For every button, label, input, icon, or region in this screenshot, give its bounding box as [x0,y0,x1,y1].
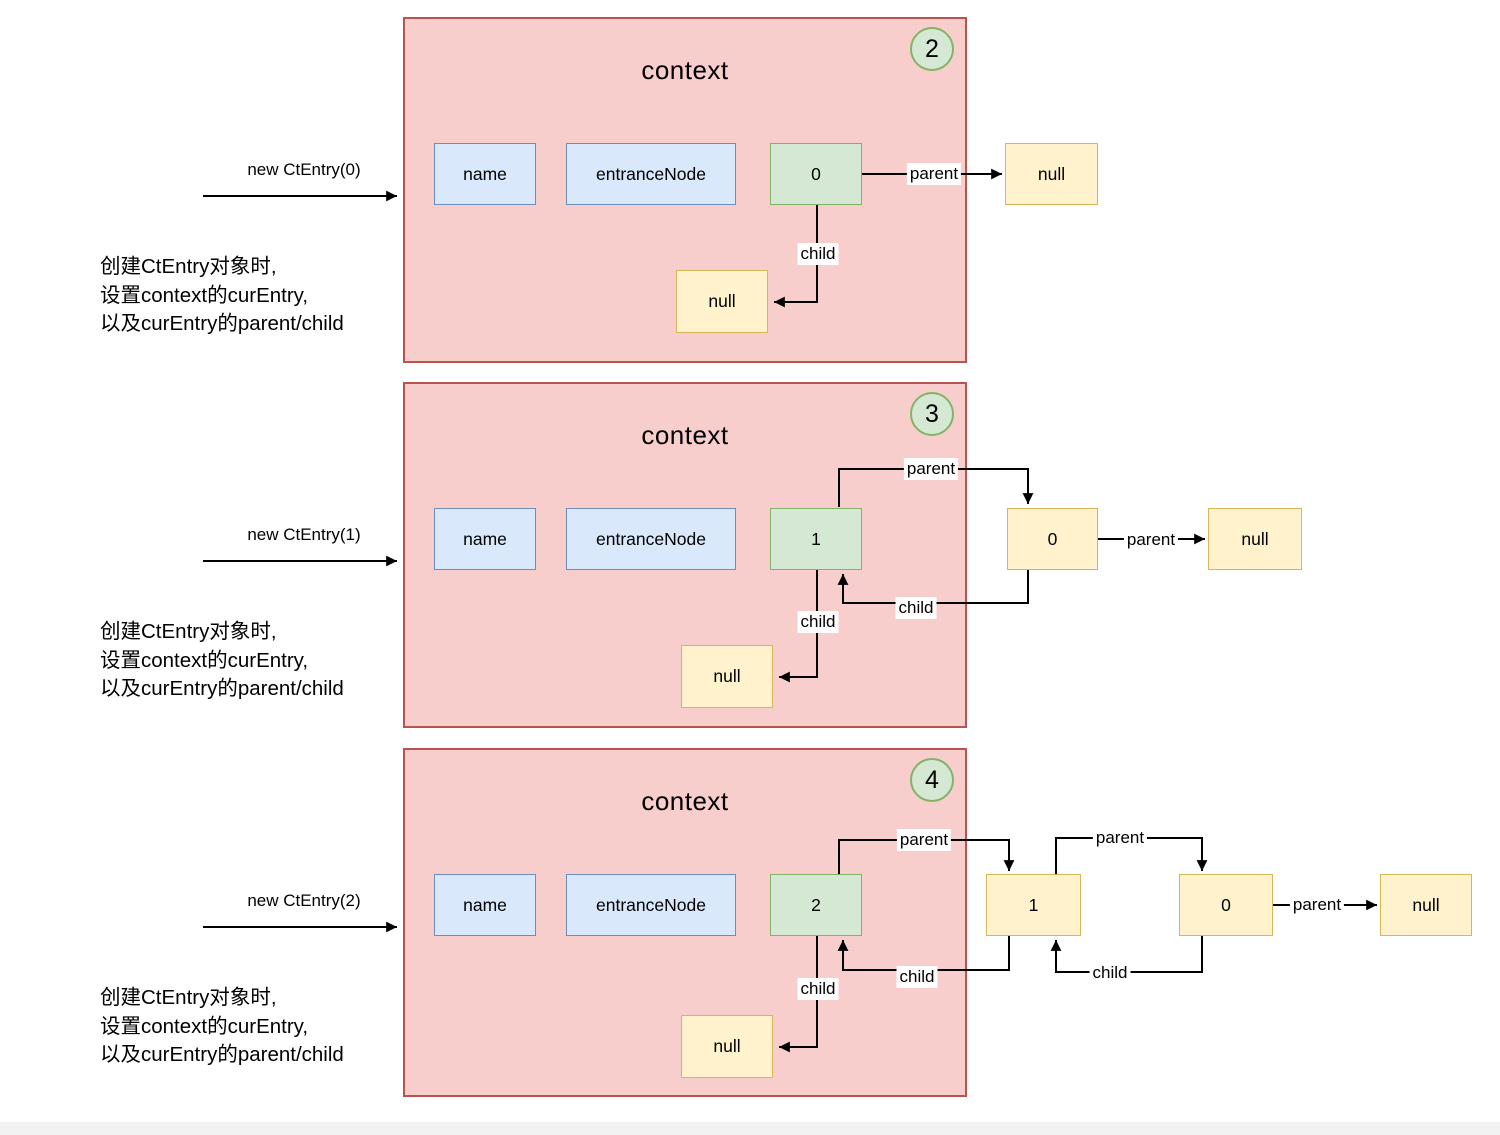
parent-edge-label: parent [1123,529,1179,551]
name-field-box: name [434,508,536,570]
parent-edge-label: parent [903,458,959,480]
note-line: 设置context的curEntry, [100,283,309,307]
note-line: 创建CtEntry对象时, [100,986,277,1009]
child-edge-label: child [896,966,938,988]
child-edge-label: child [1089,962,1131,984]
note-line: 以及curEntry的parent/child [100,312,344,335]
note-line: 以及curEntry的parent/child [100,677,344,700]
child-null-box: null [681,645,773,708]
cur-entry-box: 0 [770,143,862,205]
step-badge: 2 [910,27,954,71]
step-badge: 4 [910,758,954,802]
note-line: 创建CtEntry对象时, [100,620,277,643]
step-badge: 3 [910,392,954,436]
entrance-node-box: entranceNode [566,508,736,570]
child-null-box: null [681,1015,773,1078]
call-label: new CtEntry(2) [247,891,361,910]
parent-null-box: null [1380,874,1472,936]
cur-entry-box: 2 [770,874,862,936]
child-null-box: null [676,270,768,333]
child-edge-label: child [797,978,839,1000]
entrance-node-box: entranceNode [566,143,736,205]
parent-null-box: null [1208,508,1302,570]
note-line: 以及curEntry的parent/child [100,1043,344,1066]
bottom-divider [0,1122,1500,1135]
note-line: 设置context的curEntry, [100,1014,309,1038]
child-edge-label: child [797,611,839,633]
panel-title: context [641,420,729,450]
note-text: 创建CtEntry对象时, 设置context的curEntry, 以及curE… [100,253,344,339]
parent-null-box: null [1005,143,1098,205]
child-edge-label: child [797,243,839,265]
parent-edge-label: parent [906,163,962,185]
child-edge-label: child [895,597,937,619]
name-field-box: name [434,143,536,205]
parent-edge-label: parent [896,829,952,851]
call-label: new CtEntry(1) [247,525,361,544]
note-line: 创建CtEntry对象时, [100,255,277,278]
call-label: new CtEntry(0) [247,160,361,179]
note-text: 创建CtEntry对象时, 设置context的curEntry, 以及curE… [100,984,344,1070]
note-line: 设置context的curEntry, [100,648,309,672]
chain-node-0: 0 [1179,874,1273,936]
parent-edge-label: parent [1289,894,1345,916]
chain-node-1: 1 [986,874,1081,936]
note-text: 创建CtEntry对象时, 设置context的curEntry, 以及curE… [100,618,344,704]
panel-title: context [641,55,729,85]
parent-edge-label: parent [1092,827,1148,849]
name-field-box: name [434,874,536,936]
cur-entry-box: 1 [770,508,862,570]
panel-title: context [641,786,729,816]
entrance-node-box: entranceNode [566,874,736,936]
chain-node-0: 0 [1007,508,1098,570]
